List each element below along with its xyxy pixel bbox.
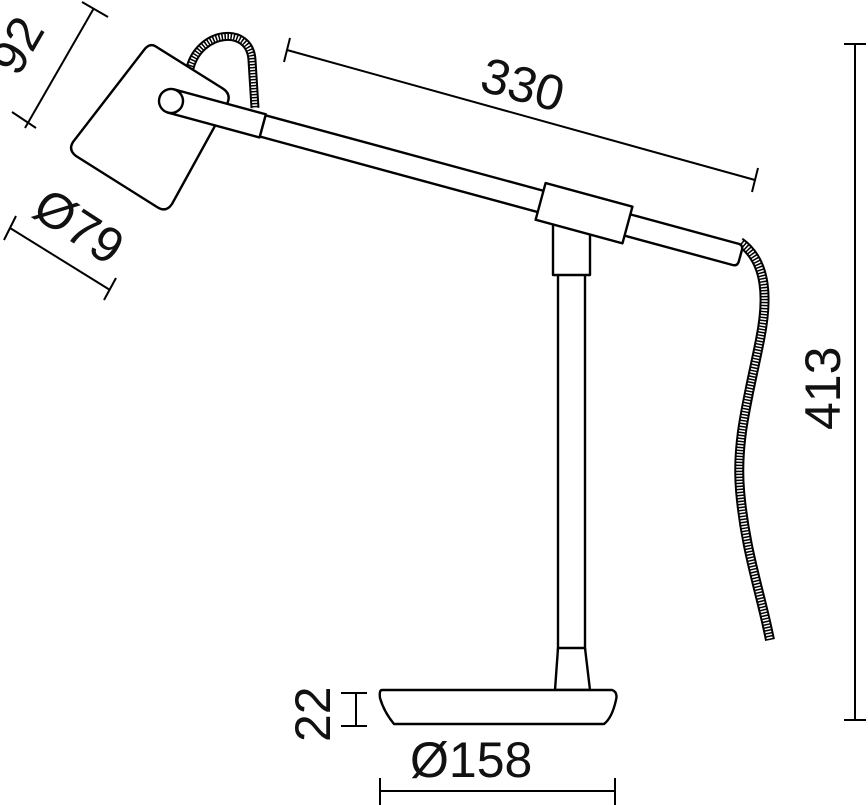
pole <box>556 270 587 654</box>
pivot <box>157 87 185 115</box>
dim-arm-length-label: 330 <box>475 47 570 123</box>
dim-total-height-label: 413 <box>795 347 851 430</box>
dim-base-diameter-label: Ø158 <box>410 732 532 788</box>
base <box>378 688 618 726</box>
dim-base-height: 22 <box>285 686 367 742</box>
lamp-head <box>69 43 230 211</box>
dim-head-height: 92 <box>0 1 109 129</box>
dim-arm-length: 330 <box>283 37 759 193</box>
hub <box>534 181 634 245</box>
power-cable <box>734 237 775 641</box>
head-cable <box>185 32 260 109</box>
dim-head-height-label: 92 <box>0 7 55 83</box>
lower-collar <box>553 646 592 692</box>
dim-head-diameter-label: Ø79 <box>24 177 134 275</box>
dim-total-height: 413 <box>795 43 866 721</box>
stand <box>378 215 618 726</box>
dim-base-height-label: 22 <box>285 686 341 742</box>
dim-base-diameter: Ø158 <box>379 732 616 805</box>
dim-head-diameter: Ø79 <box>3 177 134 301</box>
arm <box>157 87 744 267</box>
